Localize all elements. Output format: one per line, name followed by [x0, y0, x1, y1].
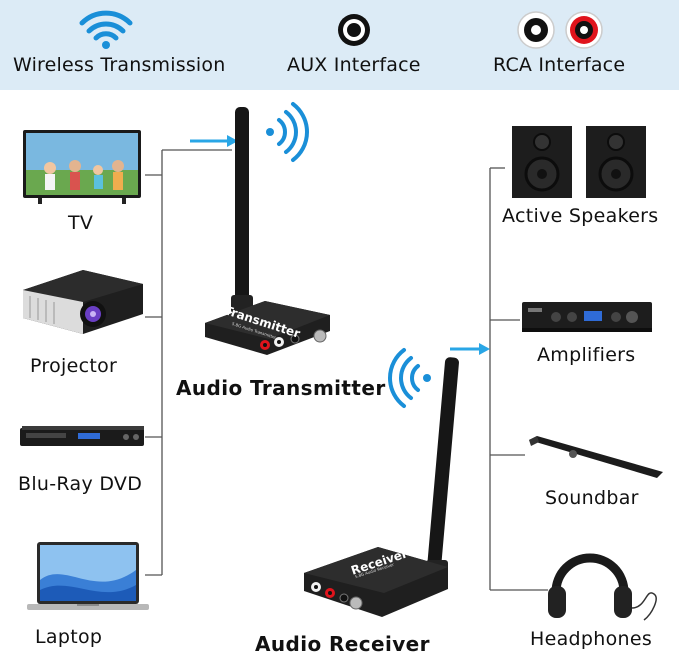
- soundbar-icon: [529, 436, 663, 478]
- dvd-player-icon: [20, 426, 144, 446]
- device-label: Amplifiers: [537, 344, 636, 366]
- output-active-speakers: Active Speakers: [500, 122, 670, 232]
- speakers-icon: [512, 126, 646, 198]
- source-tv: TV: [20, 128, 145, 238]
- receiver-device-icon: [304, 357, 459, 617]
- device-label: Blu-Ray DVD: [18, 473, 143, 495]
- rca-port-icon: [517, 11, 603, 49]
- output-headphones: Headphones: [528, 548, 678, 653]
- audio-transmitter: Transmitter 5.8G Audio Transmitter: [195, 105, 345, 360]
- source-bluray: Blu-Ray DVD: [18, 418, 148, 518]
- source-laptop: Laptop: [25, 540, 150, 650]
- device-label: Headphones: [530, 628, 653, 650]
- transmitter-label: Audio Transmitter: [176, 376, 386, 400]
- transmit-waves-icon: [266, 102, 309, 162]
- source-wires: [145, 149, 232, 576]
- projector-icon: [23, 270, 143, 334]
- device-label: Laptop: [35, 626, 103, 648]
- input-arrow: [190, 135, 238, 147]
- source-projector: Projector: [18, 262, 148, 382]
- feature-label: AUX Interface: [287, 54, 421, 76]
- tv-icon: [23, 130, 141, 204]
- feature-aux: AUX Interface: [270, 0, 440, 90]
- device-label: Projector: [30, 355, 118, 377]
- device-label: Active Speakers: [502, 205, 659, 227]
- aux-port-icon: [338, 14, 370, 46]
- feature-label: Wireless Transmission: [13, 54, 226, 76]
- feature-rca: RCA Interface: [478, 0, 648, 90]
- headphones-icon: [548, 553, 657, 621]
- audio-receiver: Receiver 5.8G Audio Receiver: [298, 355, 463, 620]
- device-label: TV: [68, 212, 94, 234]
- output-arrow: [450, 343, 490, 355]
- laptop-icon: [27, 542, 149, 610]
- receiver-label: Audio Receiver: [255, 632, 430, 653]
- transmitter-device-icon: [205, 107, 330, 355]
- output-wires: [489, 167, 548, 591]
- amplifier-icon: [522, 302, 652, 332]
- output-amplifiers: Amplifiers: [520, 298, 660, 373]
- receive-waves-icon: [388, 348, 431, 408]
- feature-wireless: Wireless Transmission: [0, 0, 245, 90]
- output-soundbar: Soundbar: [525, 432, 665, 512]
- wifi-icon: [79, 10, 133, 49]
- device-label: Soundbar: [545, 487, 639, 509]
- feature-label: RCA Interface: [493, 54, 626, 76]
